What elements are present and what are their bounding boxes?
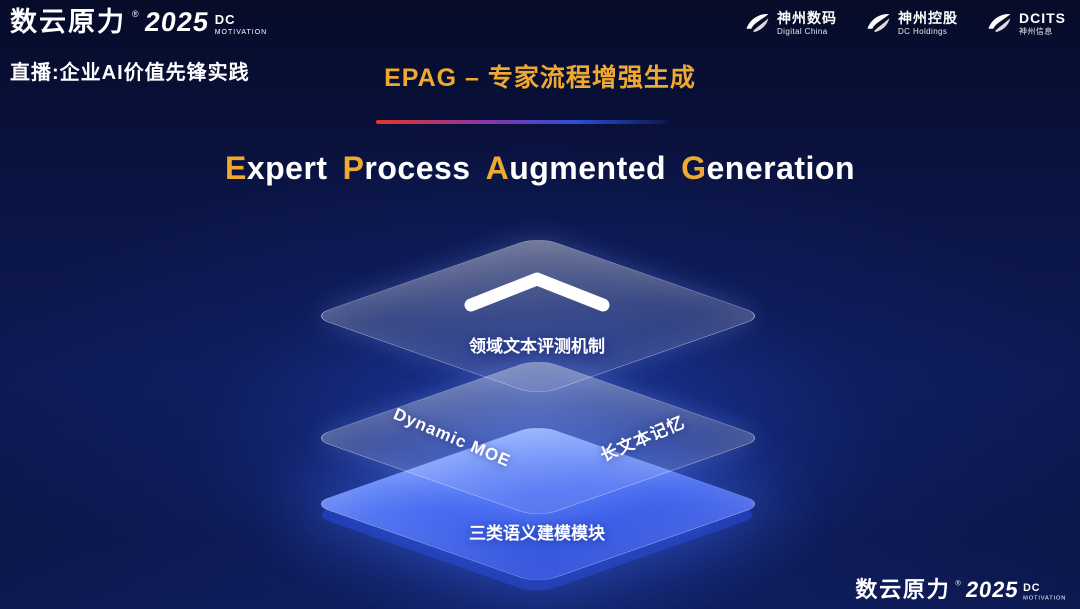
brand-dc-block: DC MOTIVATION — [1023, 582, 1066, 601]
english-title: Expert Process Augmented Generation — [0, 150, 1080, 187]
logo-dc-holdings: 神州控股 DC Holdings — [865, 10, 958, 36]
brand-logo-bottom: 数云原力 ® 2025 DC MOTIVATION — [855, 577, 1066, 602]
brand-year: 2025 — [142, 7, 211, 37]
brand-dc: DC — [214, 12, 236, 27]
swoosh-logo-icon — [988, 14, 1011, 33]
swoosh-logo-icon — [746, 14, 769, 33]
logo-name: 神州控股 — [898, 10, 958, 26]
title-underline-gradient — [376, 120, 668, 124]
chevron-up-icon — [464, 272, 610, 312]
logo-subtitle: 神州信息 — [1019, 26, 1053, 36]
layer-bottom-label: 三类语义建模模块 — [469, 524, 605, 543]
logo-dcits: DCITS 神州信息 — [986, 10, 1066, 36]
brand-logo-top: 数云原力 ® 2025 DC MOTIVATION — [10, 7, 268, 37]
swoosh-logo-icon — [867, 14, 890, 33]
brand-name: 数云原力 — [855, 577, 951, 602]
layer-top-label: 领域文本评测机制 — [469, 337, 605, 356]
registered-mark: ® — [955, 578, 961, 588]
brand-motivation: MOTIVATION — [214, 29, 268, 36]
brand-year: 2025 — [963, 577, 1020, 602]
english-title-word: Generation — [681, 150, 856, 186]
logo-subtitle: Digital China — [777, 26, 828, 36]
english-title-word: Augmented — [485, 150, 667, 186]
logo-name: 神州数码 — [777, 10, 837, 26]
page-title: EPAG – 专家流程增强生成 — [384, 64, 696, 92]
logo-digital-china: 神州数码 Digital China — [744, 10, 837, 36]
brand-dc: DC — [1022, 581, 1040, 594]
logo-name: DCITS — [1019, 10, 1066, 26]
layer-top-face — [310, 236, 766, 396]
brand-dc-block: DC MOTIVATION — [215, 13, 268, 36]
english-title-word: Process — [342, 150, 471, 186]
registered-mark: ® — [132, 9, 139, 19]
logo-subtitle: DC Holdings — [898, 26, 948, 36]
english-title-word: Expert — [224, 150, 328, 186]
brand-motivation: MOTIVATION — [1022, 595, 1066, 601]
brand-name: 数云原力 — [10, 7, 126, 37]
corporate-logos: 神州数码 Digital China 神州控股 DC Holdings DCIT… — [744, 10, 1066, 36]
live-tag: 直播:企业AI价值先锋实践 — [10, 62, 250, 84]
